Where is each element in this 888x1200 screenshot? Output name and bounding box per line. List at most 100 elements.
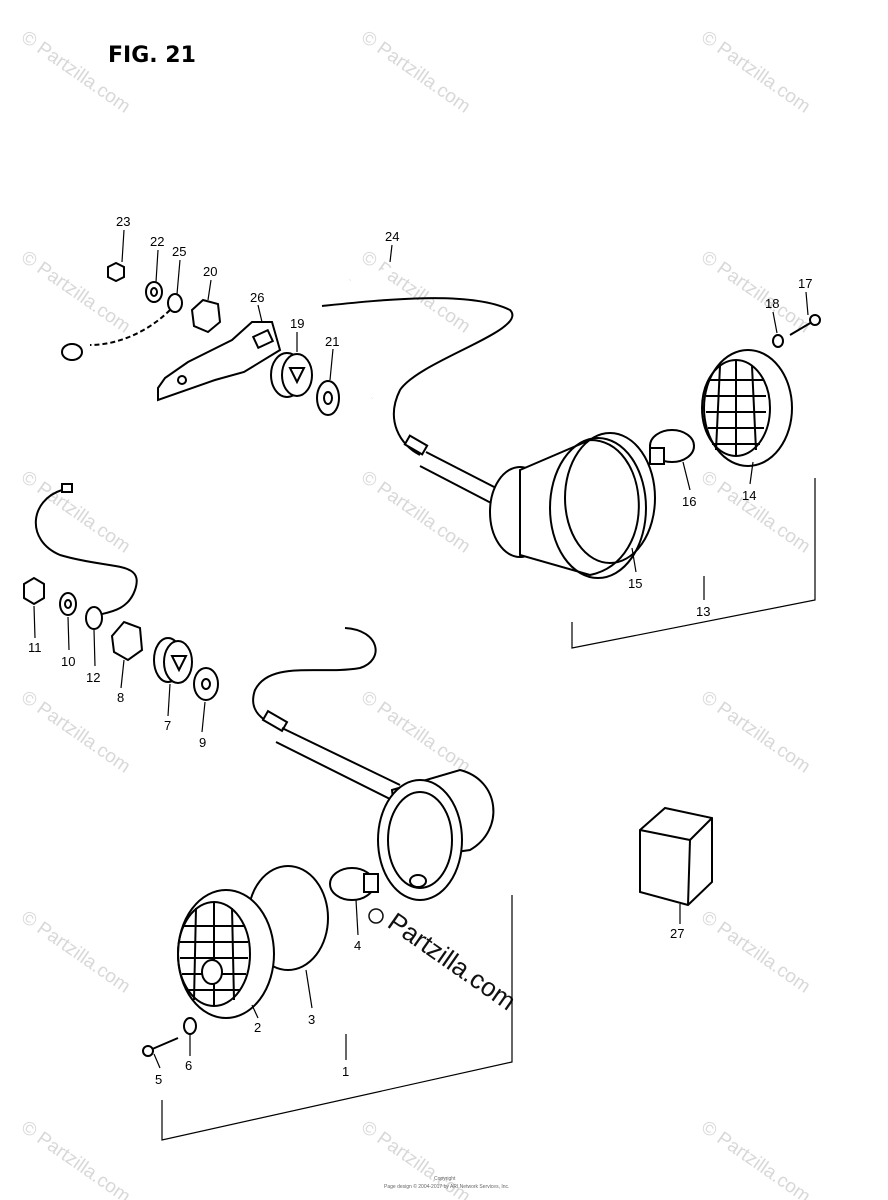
- housing-rim: [549, 437, 647, 579]
- screw-17-shaft: [789, 321, 813, 336]
- watermark-text: © Partzilla.com: [357, 687, 474, 778]
- part-label: 16: [682, 494, 696, 509]
- housing-lower-socket: [409, 874, 427, 888]
- part-label: 6: [185, 1058, 192, 1073]
- part-label: 13: [696, 604, 710, 619]
- lens-2-shape: [177, 889, 275, 1019]
- grommet-7-face: [163, 640, 193, 684]
- part-label: 24: [385, 229, 399, 244]
- ring-terminal-end: [61, 343, 83, 361]
- bracket-1: [161, 895, 513, 1141]
- bracket-slot: [251, 328, 275, 350]
- terminal-12-shape: [85, 606, 103, 630]
- part-label: 25: [172, 244, 186, 259]
- washer-9-shape: [193, 667, 219, 701]
- part-label: 27: [670, 926, 684, 941]
- part-label: 11: [28, 640, 42, 655]
- protector-24-inner: [349, 259, 555, 399]
- part-label: 10: [61, 654, 75, 669]
- watermark-layer: © Partzilla.com © Partzilla.com © Partzi…: [17, 27, 814, 1200]
- signal-wire-lower: [252, 627, 377, 726]
- watermark-text: © Partzilla.com: [697, 907, 814, 998]
- wire-terminal: [61, 483, 73, 493]
- bracket-hole: [177, 375, 187, 385]
- lens-2-center: [201, 959, 223, 985]
- housing-body: [519, 438, 640, 577]
- bulb-16-base: [649, 447, 665, 465]
- part-label: 3: [308, 1012, 315, 1027]
- watermark-text: © Partzilla.com: [17, 27, 134, 118]
- housing-lower-inner: [387, 791, 453, 889]
- part-label: 5: [155, 1072, 162, 1087]
- part-label: 7: [164, 718, 171, 733]
- housing-lower-face: [377, 779, 463, 901]
- part-label: 12: [86, 670, 100, 685]
- bulb-4-base: [363, 873, 379, 893]
- part-label: 2: [254, 1020, 261, 1035]
- watermark-text: © Partzilla.com: [697, 247, 814, 338]
- screw-17-head: [809, 314, 821, 326]
- collar-20-shape: [190, 298, 222, 334]
- nut-23-shape: [107, 261, 125, 283]
- watermark-text: © Partzilla.com: [357, 27, 474, 118]
- part-label: 23: [116, 214, 130, 229]
- part-label: 21: [325, 334, 339, 349]
- washer-22-shape: [145, 281, 163, 303]
- watermark-text: © Partzilla.com: [697, 27, 814, 118]
- leader-lines: [33, 229, 809, 1069]
- stalk-lower: [275, 727, 401, 801]
- bracket-13: [571, 478, 816, 649]
- relay-27-body: [639, 806, 713, 907]
- nut-11-shape: [23, 576, 45, 606]
- part-label: 26: [250, 290, 264, 305]
- relay-27: [639, 806, 713, 907]
- part-label: 14: [742, 488, 756, 503]
- ground-wire: [89, 309, 171, 346]
- watermark-text: © Partzilla.com: [357, 467, 474, 558]
- wire-connector-lower: [261, 709, 289, 733]
- washer-10-hole: [64, 599, 72, 609]
- watermark-logo-icon: [368, 908, 384, 924]
- wire-connector: [403, 434, 429, 456]
- grommet-19-hole: [288, 367, 306, 385]
- part-label: 19: [290, 316, 304, 331]
- turn-signal-upper: [321, 259, 821, 579]
- collar-8-shape: [110, 620, 144, 662]
- watermark-text: © Partzilla.com: [17, 907, 134, 998]
- mount-hardware-lower: [23, 483, 219, 701]
- part-label: 17: [798, 276, 812, 291]
- watermark-text: © Partzilla.com: [697, 467, 814, 558]
- part-label: 15: [628, 576, 642, 591]
- relay-27-edges: [639, 817, 713, 906]
- footer-copyright: Copyright: [434, 1176, 456, 1182]
- figure-title: FIG. 21: [108, 43, 196, 68]
- screw-5-head: [142, 1045, 154, 1057]
- part-label: 4: [354, 938, 361, 953]
- turn-signal-lower: [142, 627, 495, 1057]
- ground-wire-lower: [34, 489, 138, 616]
- stalk-shape: [419, 451, 501, 506]
- assembly-brackets: [161, 478, 816, 1141]
- part-label: 9: [199, 735, 206, 750]
- screw-5-shaft: [149, 1037, 179, 1051]
- watermark-text: © Partzilla.com: [17, 1117, 134, 1200]
- washer-21-shape: [316, 380, 340, 416]
- washer-21-hole: [323, 391, 333, 405]
- watermark-text: © Partzilla.com: [17, 467, 134, 558]
- grommet-19-face: [281, 353, 313, 397]
- washer-18-shape: [772, 334, 784, 348]
- part-label: 22: [150, 234, 164, 249]
- watermark-center: Partzilla.com: [383, 906, 522, 1016]
- lens-2-pattern-v: [193, 902, 235, 1006]
- washer-22-hole: [150, 287, 158, 297]
- part-label: 8: [117, 690, 124, 705]
- washer-6-shape: [183, 1017, 197, 1035]
- watermark-text: © Partzilla.com: [697, 687, 814, 778]
- lens-14-pattern-v: [715, 360, 757, 456]
- part-label: 18: [765, 296, 779, 311]
- watermark-text: © Partzilla.com: [697, 1117, 814, 1200]
- gasket-15-shape: [564, 432, 656, 564]
- part-labels: 23 22 25 20 26 19 21 24 17 18 16 14 15 1…: [28, 214, 812, 1087]
- ring-terminal-25: [167, 293, 183, 313]
